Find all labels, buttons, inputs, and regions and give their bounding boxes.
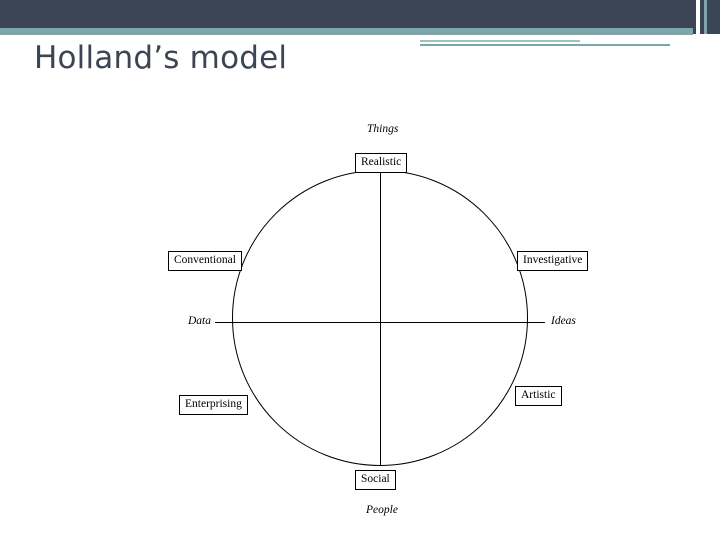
label-investigative: Investigative: [517, 251, 589, 271]
label-social: Social: [355, 470, 396, 490]
banner-teal-stripe: [0, 28, 693, 35]
label-enterprising: Enterprising: [179, 395, 248, 415]
axis-label-data: Data: [188, 315, 211, 327]
vertical-axis-line: [380, 170, 381, 466]
banner-white-strip: [696, 0, 700, 34]
axis-label-things: Things: [367, 123, 399, 135]
banner-teal-strip-right: [704, 0, 707, 34]
title-rule: [420, 44, 670, 46]
horizontal-axis-line: [215, 322, 545, 323]
label-realistic: Realistic: [355, 153, 408, 173]
page-title: Holland’s model: [34, 40, 288, 76]
axis-label-people: People: [366, 504, 398, 516]
banner-dark-strip-right: [711, 0, 720, 34]
label-conventional: Conventional: [168, 251, 242, 271]
title-rule-light: [420, 40, 580, 42]
label-artistic: Artistic: [515, 386, 562, 406]
axis-label-ideas: Ideas: [551, 315, 576, 327]
